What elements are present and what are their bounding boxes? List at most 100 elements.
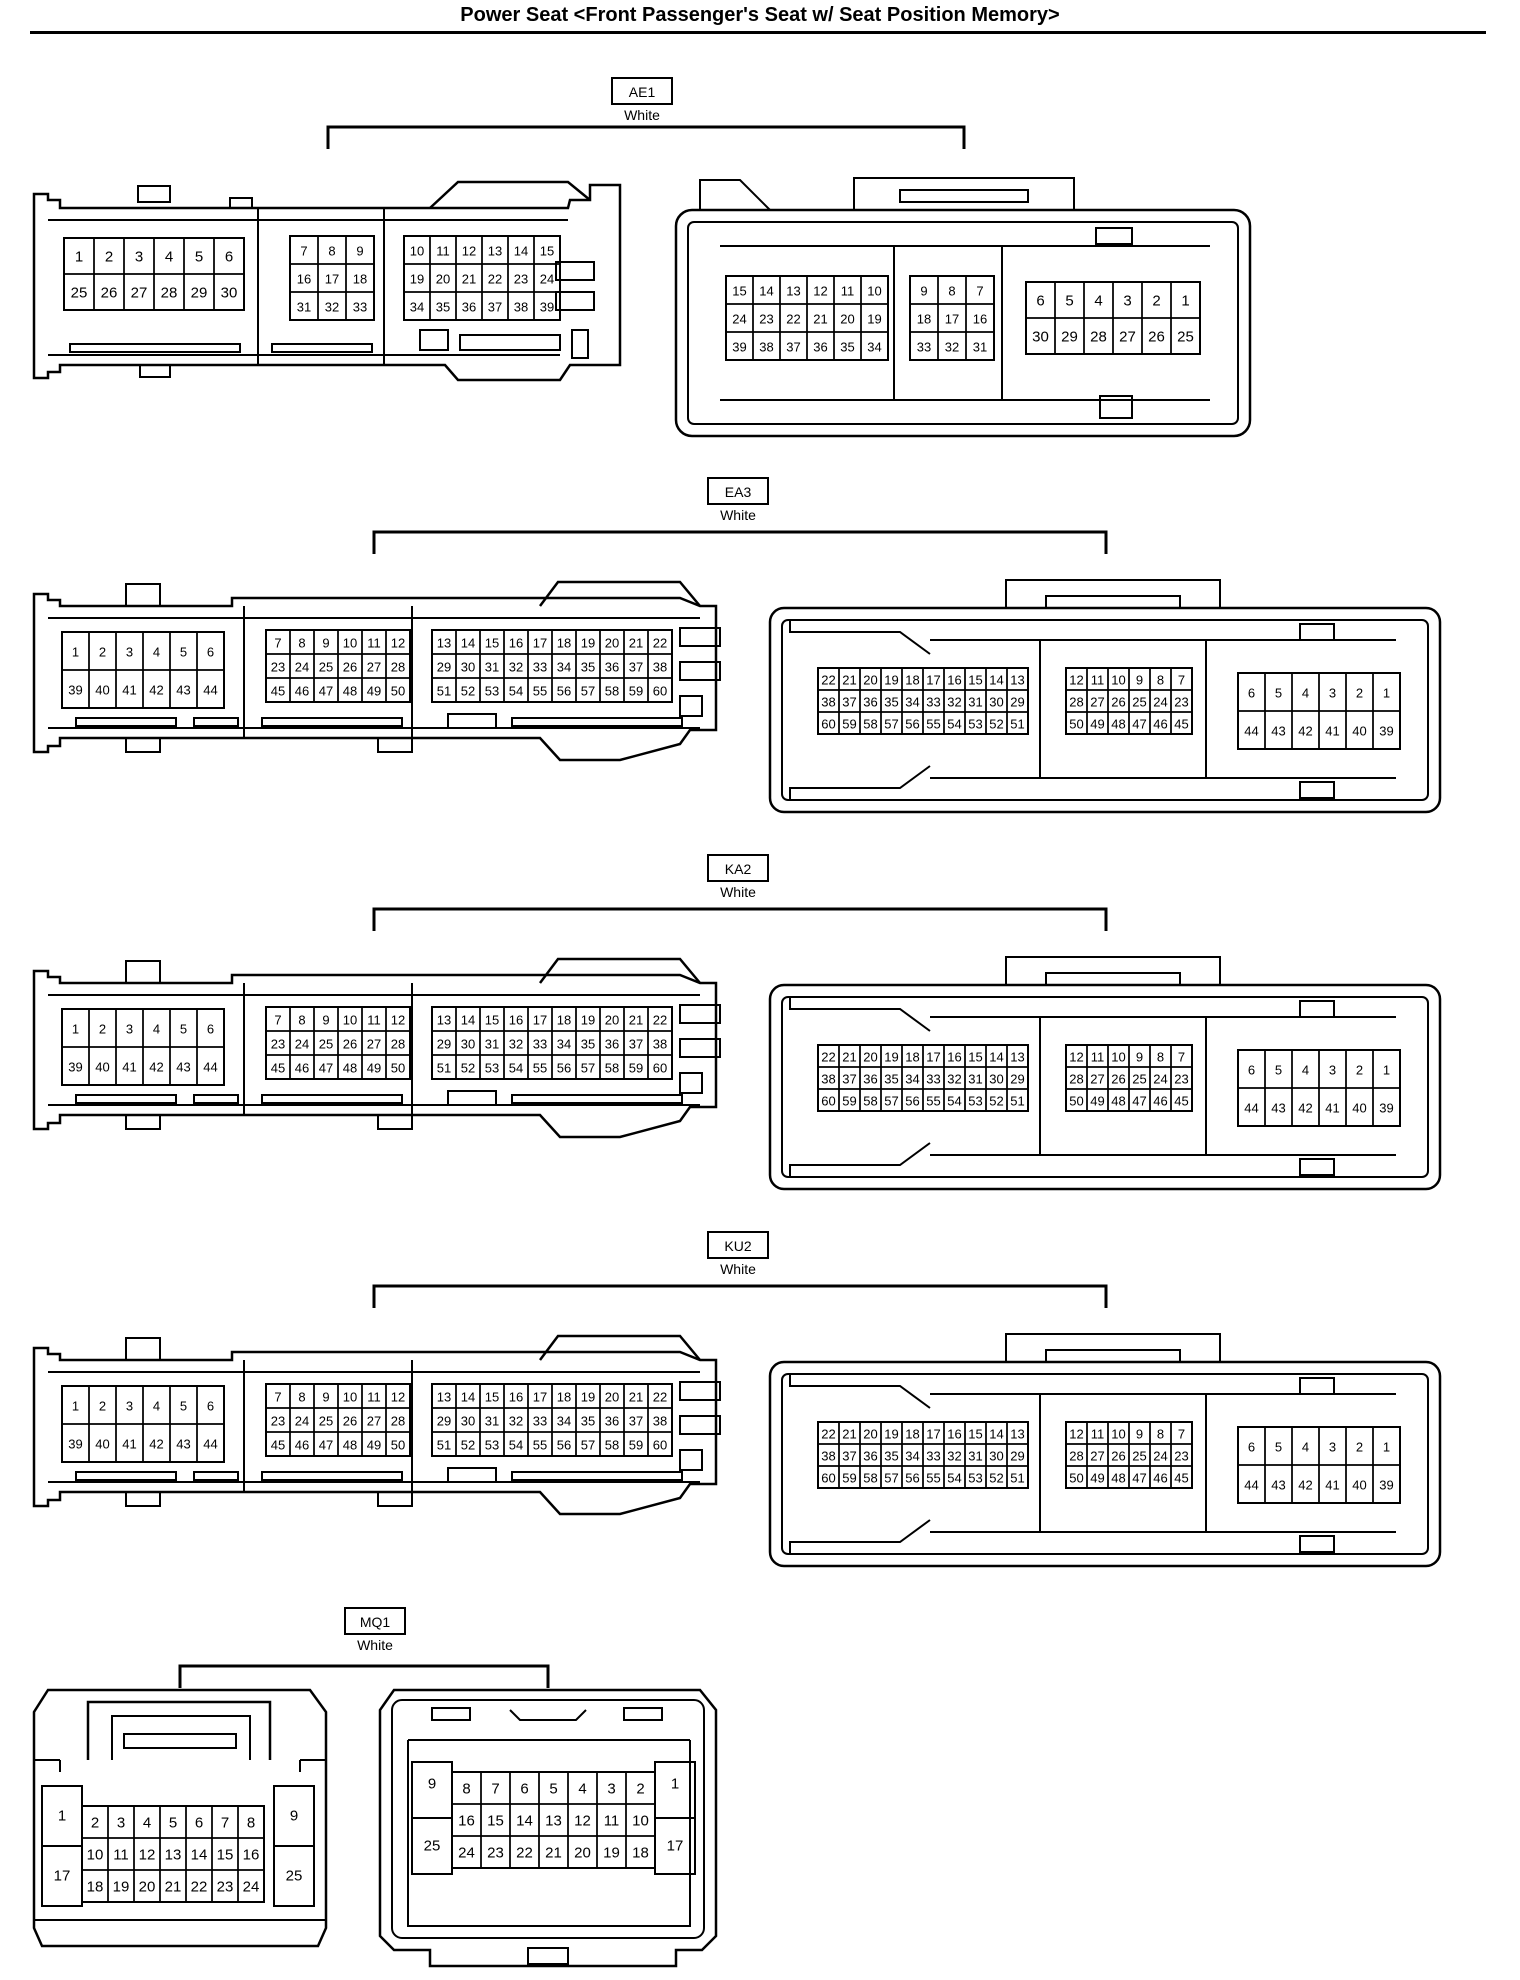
pin-label: 8 xyxy=(328,244,335,259)
housing-latch xyxy=(539,580,701,607)
pin-label: 5 xyxy=(180,1399,187,1414)
pin-label: 6 xyxy=(1036,293,1044,310)
pin-label: 30 xyxy=(461,660,475,675)
pin-label: 36 xyxy=(605,660,619,675)
pin-label: 56 xyxy=(557,1438,571,1453)
pin-label: 22 xyxy=(653,636,667,651)
housing-tab xyxy=(431,1707,471,1721)
pin-label: 34 xyxy=(867,340,881,355)
pin-label: 45 xyxy=(271,684,285,699)
pin-label: 11 xyxy=(367,1390,381,1405)
pin-label: 42 xyxy=(1298,1478,1312,1493)
pin-label: 52 xyxy=(989,1471,1003,1486)
pin-label: 18 xyxy=(905,1427,919,1442)
housing-slot xyxy=(261,1094,403,1104)
pin-label: 18 xyxy=(632,1845,649,1862)
pin-label: 46 xyxy=(1153,1094,1167,1109)
pin-label: 18 xyxy=(557,636,571,651)
pin-label: 54 xyxy=(509,684,523,699)
pin-label: 39 xyxy=(1379,1101,1393,1116)
pin-label: 10 xyxy=(1111,1427,1125,1442)
pin-label: 6 xyxy=(225,249,233,266)
pin-label: 3 xyxy=(1329,686,1336,701)
connector-bracket xyxy=(178,1664,550,1688)
pin-label: 37 xyxy=(488,300,502,315)
pin-label: 23 xyxy=(271,1414,285,1429)
pin-label: 42 xyxy=(149,1060,163,1075)
pin-label: 31 xyxy=(485,660,499,675)
pin-label: 17 xyxy=(926,673,940,688)
pin-label: 1 xyxy=(1383,686,1390,701)
pin-label: 23 xyxy=(1174,1449,1188,1464)
pin-label: 35 xyxy=(581,1037,595,1052)
pin-label: 10 xyxy=(1111,673,1125,688)
pin-cell xyxy=(1372,1464,1401,1504)
pin-label: 50 xyxy=(1069,717,1083,732)
pin-label: 15 xyxy=(217,1847,234,1864)
pin-label: 14 xyxy=(989,673,1003,688)
pin-label: 57 xyxy=(884,1094,898,1109)
pin-label: 33 xyxy=(533,660,547,675)
pin-label: 26 xyxy=(1148,329,1165,346)
housing-tab xyxy=(1299,1158,1335,1176)
pin-label: 12 xyxy=(391,636,405,651)
pin-label: 25 xyxy=(1177,329,1194,346)
pin-label: 5 xyxy=(1275,1440,1282,1455)
pin-label: 55 xyxy=(533,1438,547,1453)
pin-label: 36 xyxy=(863,1449,877,1464)
pin-label: 38 xyxy=(759,340,773,355)
housing-slot xyxy=(447,1090,497,1106)
pin-label: 17 xyxy=(54,1868,71,1885)
pin-label: 36 xyxy=(863,1072,877,1087)
pin-label: 33 xyxy=(926,1072,940,1087)
pin-label: 25 xyxy=(286,1868,303,1885)
pin-label: 35 xyxy=(884,1449,898,1464)
pin-label: 47 xyxy=(1132,1094,1146,1109)
housing-latch xyxy=(789,1519,931,1554)
pin-label: 27 xyxy=(1090,1072,1104,1087)
pin-label: 6 xyxy=(195,1815,203,1832)
pin-label: 19 xyxy=(581,636,595,651)
pin-label: 32 xyxy=(509,1414,523,1429)
pin-label: 2 xyxy=(99,1022,106,1037)
pin-label: 41 xyxy=(1325,1101,1339,1116)
pin-label: 20 xyxy=(605,636,619,651)
pin-label: 6 xyxy=(207,1399,214,1414)
pin-label: 52 xyxy=(989,717,1003,732)
pin-label: 11 xyxy=(604,1813,620,1830)
housing-slot xyxy=(75,1094,177,1104)
pin-label: 9 xyxy=(428,1776,436,1793)
pin-label: 27 xyxy=(367,660,381,675)
pin-label: 34 xyxy=(557,1414,571,1429)
housing-lock xyxy=(1005,1333,1221,1363)
pin-label: 38 xyxy=(514,300,528,315)
pin-label: 49 xyxy=(367,684,381,699)
pin-label: 17 xyxy=(533,1390,547,1405)
pin-label: 39 xyxy=(1379,724,1393,739)
pin-label: 55 xyxy=(926,717,940,732)
pin-label: 43 xyxy=(176,1060,190,1075)
pin-label: 4 xyxy=(153,1399,160,1414)
pin-label: 5 xyxy=(1065,293,1073,310)
pin-label: 14 xyxy=(759,284,773,299)
pin-label: 15 xyxy=(968,1050,982,1065)
housing-tab xyxy=(623,1707,663,1721)
pin-label: 10 xyxy=(343,636,357,651)
pin-label: 26 xyxy=(1111,695,1125,710)
connector-color-label: White xyxy=(720,507,756,523)
pin-label: 51 xyxy=(437,1438,451,1453)
pin-label: 16 xyxy=(509,1013,523,1028)
housing-slot xyxy=(679,1038,721,1058)
pin-label: 60 xyxy=(821,717,835,732)
pin-label: 28 xyxy=(391,1414,405,1429)
housing-slot xyxy=(261,1471,403,1481)
pin-label: 50 xyxy=(391,1061,405,1076)
pin-label: 28 xyxy=(161,285,178,302)
pin-label: 8 xyxy=(298,636,305,651)
pin-label: 16 xyxy=(509,1390,523,1405)
housing-latch xyxy=(539,1334,701,1361)
